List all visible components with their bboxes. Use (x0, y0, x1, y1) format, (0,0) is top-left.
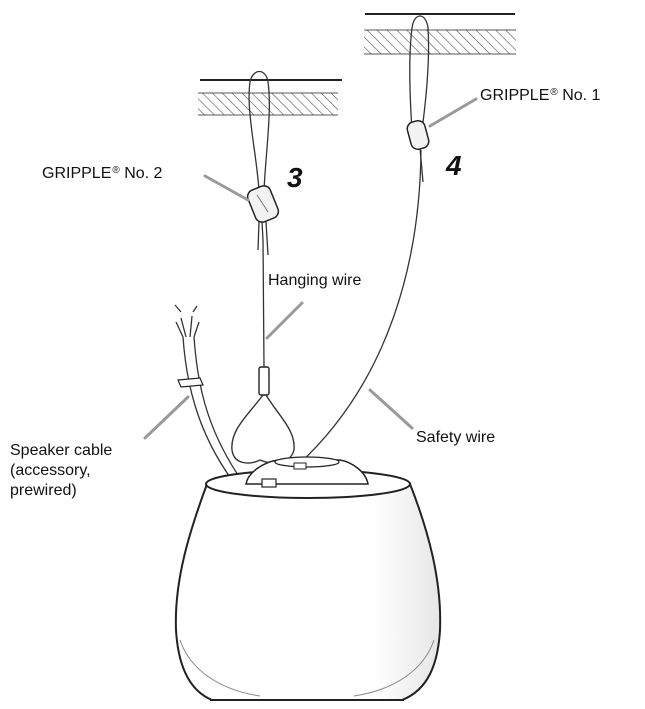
hanging-wire-label: Hanging wire (268, 272, 362, 289)
gripple-no1-label: GRIPPLE® No. 1 (480, 83, 600, 106)
safety-wire (297, 15, 430, 466)
speaker (174, 456, 442, 701)
ceiling-right (364, 13, 516, 55)
speaker-cable-line1: Speaker cable (10, 442, 113, 459)
leader-lines (143, 97, 478, 440)
gripple-no1-number: No. 1 (562, 87, 601, 104)
hanging-wire-loop (231, 394, 295, 464)
speaker-cable-line3: prewired) (10, 482, 77, 499)
gripple-no2-name: GRIPPLE (42, 165, 112, 182)
registered-mark: ® (550, 87, 558, 98)
speaker-cable-line2: (accessory, (10, 462, 91, 479)
registered-mark: ® (112, 165, 120, 176)
speaker-cable-label: Speaker cable (accessory, prewired) (10, 441, 112, 501)
step-number-3: 3 (287, 162, 303, 193)
gripple-no2-icon (246, 185, 280, 223)
ferrule (258, 366, 270, 396)
gripple-no2-label: GRIPPLE® No. 2 (42, 161, 162, 184)
hanging-wire (248, 70, 270, 369)
speaker-cable (174, 304, 239, 481)
safety-wire-label: Safety wire (416, 429, 496, 446)
ceiling-left (198, 79, 342, 116)
gripple-no1-name: GRIPPLE (480, 87, 550, 104)
gripple-no2-number: No. 2 (124, 165, 163, 182)
gripple-no1-icon (406, 119, 430, 151)
step-number-4: 4 (446, 150, 462, 181)
